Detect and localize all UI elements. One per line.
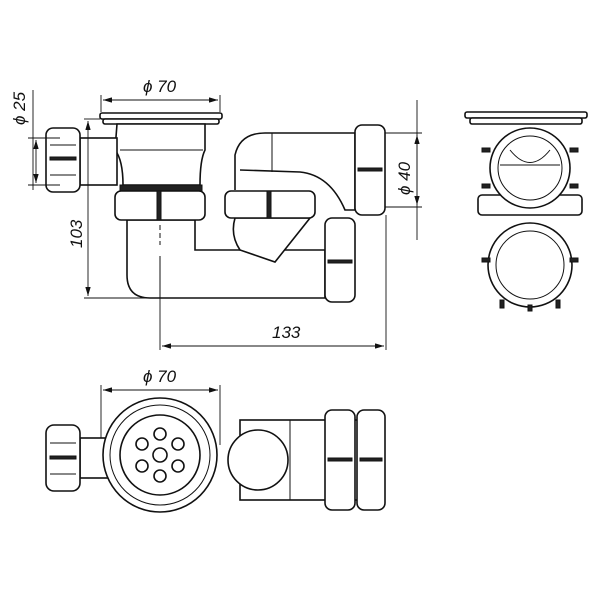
dim-outlet-diameter: ϕ 40 bbox=[395, 161, 414, 195]
dim-length: 133 bbox=[272, 323, 301, 342]
dim-inlet-diameter: ϕ 25 bbox=[10, 91, 29, 125]
dimensions-front: ϕ 25 ϕ 70 103 133 ϕ 40 bbox=[10, 77, 422, 350]
drain-flange-top bbox=[99, 112, 223, 120]
strainer-holes bbox=[135, 427, 185, 483]
trap-bend bbox=[232, 217, 312, 263]
side-view bbox=[464, 111, 588, 312]
top-view: ϕ 70 bbox=[45, 367, 386, 513]
inlet-stub bbox=[79, 137, 118, 186]
front-view bbox=[45, 112, 386, 303]
dim-flange-diameter-top: ϕ 70 bbox=[143, 367, 177, 386]
dim-flange-diameter-front: ϕ 70 bbox=[143, 77, 177, 96]
dim-height: 103 bbox=[67, 219, 86, 248]
thread bbox=[119, 184, 203, 192]
drain-body bbox=[114, 123, 206, 186]
